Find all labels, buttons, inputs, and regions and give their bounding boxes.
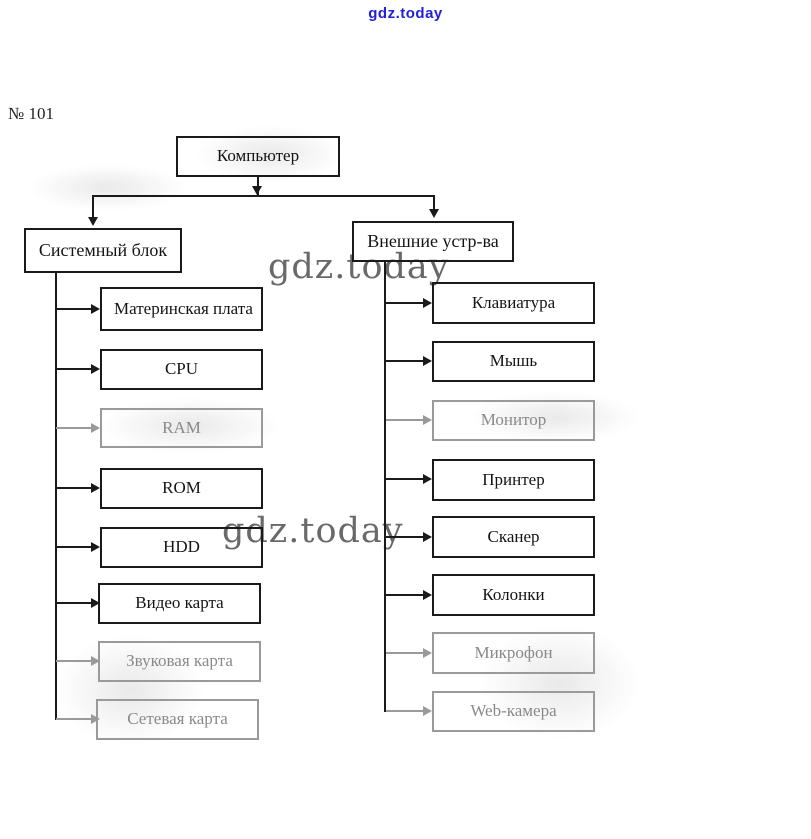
arrow-right-icon xyxy=(423,415,432,425)
node-motherboard: Материнская плата xyxy=(100,287,263,331)
arrow-down-icon xyxy=(88,217,98,226)
connector-line xyxy=(92,195,94,217)
node-ram: RAM xyxy=(100,408,263,448)
node-scanner: Сканер xyxy=(432,516,595,558)
node-rom: ROM xyxy=(100,468,263,509)
page-label: № 101 xyxy=(8,104,54,123)
arrow-down-icon xyxy=(429,209,439,218)
arrow-right-icon xyxy=(423,356,432,366)
arrow-right-icon xyxy=(91,598,100,608)
connector-line xyxy=(92,195,435,197)
connector-line xyxy=(384,262,386,712)
node-system-unit: Системный блок xyxy=(24,228,182,273)
node-sound-card: Звуковая карта xyxy=(98,641,261,682)
arrow-right-icon xyxy=(91,714,100,724)
arrow-down-icon xyxy=(252,186,262,195)
arrow-right-icon xyxy=(423,648,432,658)
connector-line xyxy=(56,718,91,720)
watermark-top: gdz.today xyxy=(368,5,443,22)
connector-line xyxy=(386,710,423,712)
connector-line xyxy=(56,427,91,429)
connector-line xyxy=(386,478,423,480)
arrow-right-icon xyxy=(423,590,432,600)
connector-line xyxy=(386,419,423,421)
watermark-middle-1: gdz.today xyxy=(268,247,450,287)
node-keyboard: Клавиатура xyxy=(432,282,595,324)
connector-line xyxy=(55,273,57,720)
node-mouse: Мышь xyxy=(432,341,595,382)
arrow-right-icon xyxy=(423,706,432,716)
connector-line xyxy=(56,602,91,604)
arrow-right-icon xyxy=(91,304,100,314)
scan-noise xyxy=(28,165,188,210)
node-video-card: Видео карта xyxy=(98,583,261,624)
node-external-devices: Внешние устр-ва xyxy=(352,221,514,262)
connector-line xyxy=(386,652,423,654)
connector-line xyxy=(56,660,91,662)
connector-line xyxy=(386,594,423,596)
connector-line xyxy=(56,546,91,548)
connector-line xyxy=(56,368,91,370)
connector-line xyxy=(386,302,423,304)
connector-line xyxy=(386,536,423,538)
arrow-right-icon xyxy=(91,483,100,493)
node-microphone: Микрофон xyxy=(432,632,595,674)
arrow-right-icon xyxy=(91,656,100,666)
connector-line xyxy=(433,195,435,209)
connector-line xyxy=(56,487,91,489)
node-hdd: HDD xyxy=(100,527,263,568)
node-printer: Принтер xyxy=(432,459,595,501)
arrow-right-icon xyxy=(91,542,100,552)
watermark-middle-2: gdz.today xyxy=(222,511,404,551)
arrow-right-icon xyxy=(423,474,432,484)
node-cpu: CPU xyxy=(100,349,263,390)
arrow-right-icon xyxy=(423,532,432,542)
node-webcam: Web-камера xyxy=(432,691,595,732)
connector-line xyxy=(386,360,423,362)
node-network-card: Сетевая карта xyxy=(96,699,259,740)
arrow-right-icon xyxy=(423,298,432,308)
node-monitor: Монитор xyxy=(432,400,595,441)
arrow-right-icon xyxy=(91,423,100,433)
node-speakers: Колонки xyxy=(432,574,595,616)
arrow-right-icon xyxy=(91,364,100,374)
node-computer: Компьютер xyxy=(176,136,340,177)
connector-line xyxy=(56,308,91,310)
